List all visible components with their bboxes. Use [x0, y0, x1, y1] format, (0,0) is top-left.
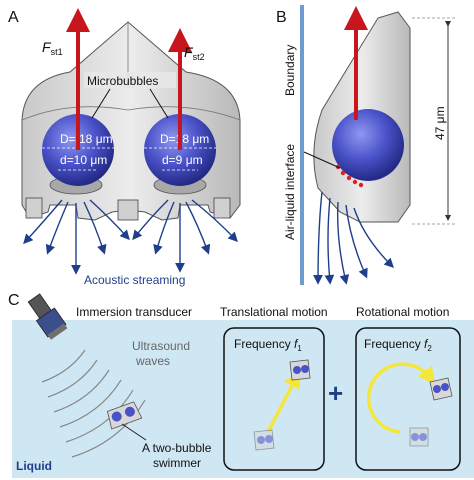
streaming-arrow	[185, 201, 211, 255]
swimmer-rotational-end	[429, 377, 453, 401]
force-right-label: Fst2	[184, 44, 205, 62]
swimmer-pointer	[121, 423, 147, 441]
interface-pointer	[303, 151, 341, 169]
bubble-left-D-label: D= 18 μm	[60, 132, 113, 146]
plus-sign: +	[328, 378, 343, 408]
two-bubble-swimmer	[106, 401, 143, 430]
bubble-right-d-label: d=9 μm	[162, 153, 203, 167]
swimmer-translational-end	[289, 359, 311, 381]
panel-a: A D= 18 μm d=10 μm D=18 μm d=9 μm Fst1 F…	[8, 8, 241, 287]
microbubbles-label: Microbubbles	[87, 74, 158, 88]
boundary-label: Boundary	[283, 45, 297, 96]
force-left-label: Fst1	[42, 39, 63, 57]
wave-arc	[41, 349, 86, 383]
interface-dot	[340, 170, 346, 176]
wave-arc	[71, 399, 146, 458]
swimmer-label-line1: A two-bubble	[142, 441, 212, 455]
bubble-right-D-label: D=18 μm	[160, 132, 209, 146]
wave-arc	[53, 369, 110, 413]
bubble-left-d-label: d=10 μm	[60, 153, 107, 167]
panel-a-letter: A	[8, 9, 19, 26]
rotational-arrow	[366, 362, 436, 434]
waves-label-line1: Ultrasound	[132, 339, 190, 353]
panel-b: B Boundary Air-liquid interface 47 μm	[276, 5, 456, 285]
waves-label-line2: waves	[135, 354, 170, 368]
rotational-box	[355, 327, 461, 471]
liquid-label: Liquid	[16, 459, 52, 473]
interface-dot	[352, 179, 358, 185]
microbubbles-pointer-right	[149, 88, 169, 119]
streaming-arrow	[353, 207, 394, 268]
streaming-arrow	[23, 199, 63, 245]
acoustic-streaming-arrows	[23, 199, 238, 275]
dimension-label: 47 μm	[433, 106, 447, 140]
rotational-motion-label: Rotational motion	[356, 305, 449, 319]
acoustic-streaming-label: Acoustic streaming	[84, 273, 185, 287]
panel-b-letter: B	[276, 9, 287, 26]
streaming-arrow	[153, 201, 175, 255]
translational-box	[223, 327, 325, 471]
panel-c-letter: C	[8, 292, 20, 309]
swimmer-label-line2: swimmer	[153, 456, 201, 470]
translational-arrow	[266, 370, 301, 433]
interface-dot	[346, 175, 352, 181]
transducer-label: Immersion transducer	[76, 305, 192, 319]
immersion-transducer	[27, 293, 68, 340]
air-liquid-interface-label: Air-liquid interface	[283, 144, 297, 240]
streaming-arrow	[313, 191, 323, 285]
ultrasound-waves	[41, 349, 146, 458]
swimmer-translational-start	[253, 429, 275, 451]
panel-c: C Immersion transducer Ultrasound waves …	[8, 292, 474, 478]
streaming-arrow	[83, 201, 107, 255]
streaming-arrow	[324, 197, 335, 285]
streaming-arrow	[191, 199, 238, 243]
streaming-arrow	[132, 199, 169, 241]
bubble-b	[332, 109, 404, 181]
microbubbles-pointer-left	[91, 88, 111, 119]
streaming-arrow	[345, 204, 368, 279]
liquid-background	[12, 320, 474, 478]
freq1-label: Frequency f1	[234, 337, 302, 353]
streaming-arrow	[89, 199, 130, 241]
translational-motion-label: Translational motion	[220, 305, 328, 319]
wave-arc	[47, 359, 98, 398]
streaming-arrows-b	[313, 191, 394, 285]
wave-arc	[65, 389, 134, 443]
swimmer-rotational-start	[409, 427, 429, 447]
streaming-arrow	[337, 201, 350, 285]
streaming-arrow	[45, 201, 69, 255]
wave-arc	[59, 379, 122, 428]
freq2-label: Frequency f2	[364, 337, 432, 353]
interface-dot	[358, 182, 364, 188]
